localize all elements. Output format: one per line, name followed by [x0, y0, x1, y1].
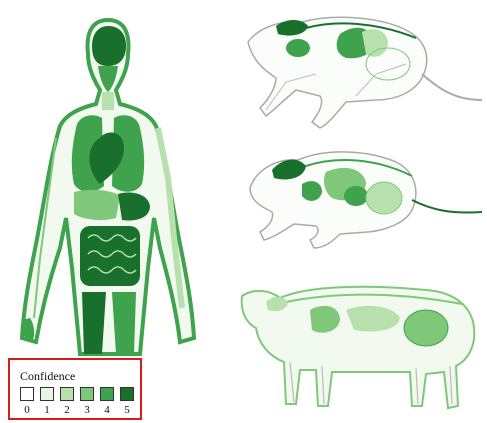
- legend-swatch-0: [20, 387, 34, 401]
- mouse-tail: [412, 200, 482, 213]
- legend-label-1: 1: [40, 404, 54, 416]
- human-right-leg-muscle: [112, 292, 136, 354]
- pig-intestines: [404, 310, 448, 346]
- mouse-anatomy-illustration: [236, 140, 484, 258]
- mouse-intestines: [366, 182, 402, 214]
- legend-label-0: 0: [20, 404, 34, 416]
- human-anatomy-illustration: [8, 8, 208, 358]
- human-neck: [102, 92, 114, 110]
- human-brain: [92, 26, 126, 66]
- legend-label-3: 3: [80, 404, 94, 416]
- legend-label-2: 2: [60, 404, 74, 416]
- rat-lung: [286, 39, 310, 57]
- legend-swatch-3: [80, 387, 94, 401]
- human-liver: [74, 190, 120, 220]
- legend-title: Confidence: [20, 369, 75, 384]
- rat-tail: [422, 74, 482, 100]
- legend-swatch-4: [100, 387, 114, 401]
- mouse-stomach: [344, 186, 368, 206]
- legend-swatch-1: [40, 387, 54, 401]
- legend-swatch-5: [120, 387, 134, 401]
- legend-label-5: 5: [120, 404, 134, 416]
- rat-anatomy-illustration: [236, 4, 484, 134]
- human-left-leg-muscle: [82, 292, 106, 354]
- rat-body-outline: [248, 17, 427, 128]
- pig-anatomy-illustration: [236, 266, 484, 416]
- legend-label-4: 4: [100, 404, 114, 416]
- legend-swatch-2: [60, 387, 74, 401]
